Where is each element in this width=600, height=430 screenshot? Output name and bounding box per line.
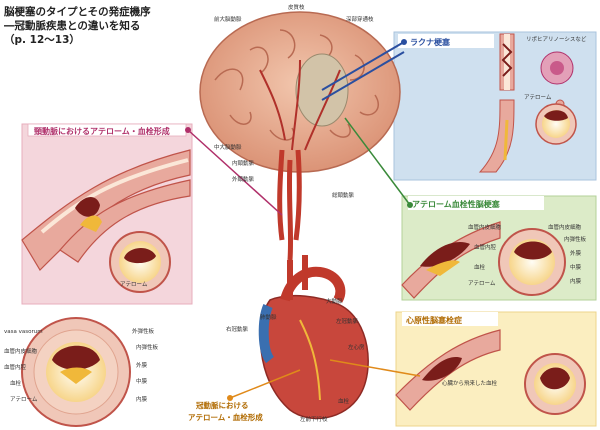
lacunar-connector-2	[321, 51, 405, 101]
label-at-intima: 内膜	[570, 279, 582, 285]
label-at-lumen: 血管内腔	[474, 245, 497, 251]
label-at-media: 中膜	[570, 265, 582, 271]
label-lad: 左前下行枝	[300, 417, 328, 423]
label-right-coronary: 右冠動脈	[226, 327, 249, 333]
label-co-external-elastic: 外弾性板	[132, 329, 155, 335]
label-external-carotid: 外頸動脈	[232, 177, 255, 183]
page-reference: （p. 12～13）	[4, 34, 80, 46]
label-pulmonary: 肺動脈	[260, 315, 277, 321]
coronary-title-line1: 冠動脈における	[196, 401, 249, 410]
label-lipohyalinosis: リポヒアリノーシスなど	[526, 37, 587, 43]
label-at-atheroma: アテローム	[468, 281, 496, 287]
label-internal-carotid: 内頸動脈	[232, 161, 255, 167]
brain-illustration	[199, 11, 401, 261]
label-left-atrium: 左心房	[348, 345, 365, 351]
carotid-connector	[187, 129, 283, 216]
coronary-connector	[229, 369, 301, 399]
label-perforating: 深部穿通枝	[346, 17, 374, 23]
coronary-cross-section	[21, 317, 131, 427]
label-co-atheroma: アテローム	[10, 397, 38, 403]
label-aorta: 大動脈	[326, 299, 343, 305]
label-co-media: 中膜	[136, 379, 148, 385]
page-subtitle: ―冠動脈疾患との違いを知る	[4, 20, 141, 32]
atherothrombotic-title: アテローム血栓性脳梗塞	[412, 200, 500, 209]
cardioembolic-title: 心原性脳塞栓症	[406, 316, 462, 325]
atherothrombotic-connector	[344, 117, 411, 206]
label-cerebral-cortex: 皮質枝	[288, 5, 305, 11]
heart-illustration	[258, 255, 369, 420]
label-at-endothelium: 血管内皮細胞	[548, 225, 582, 231]
label-co-thrombus: 血栓	[10, 381, 22, 387]
carotid-panel	[21, 123, 193, 305]
label-at-endothelium-top: 血管内皮細胞	[468, 225, 502, 231]
lacunar-title: ラクナ梗塞	[410, 38, 450, 47]
label-at-internal-elastic: 内弾性板	[564, 237, 587, 243]
label-vasa-vasorum: vasa vasorum	[4, 329, 43, 335]
cardioembolic-panel	[395, 311, 597, 427]
page-title: 脳梗塞のタイプとその発症機序	[4, 6, 151, 18]
cardioembolic-connector	[329, 359, 421, 377]
carotid-title: 頸動脈におけるアテローム・血栓形成	[34, 127, 170, 136]
atherothrombotic-panel	[401, 195, 597, 301]
label-co-internal-elastic: 内弾性板	[136, 345, 159, 351]
label-common-carotid: 総頸動脈	[332, 193, 355, 199]
lacunar-panel	[393, 31, 597, 181]
label-thrombus-from-heart: 心臓から飛来した血栓	[442, 381, 498, 387]
label-lacunar-atheroma: アテローム	[524, 95, 552, 101]
label-at-adventitia: 外膜	[570, 251, 582, 257]
label-co-intima: 内膜	[136, 397, 148, 403]
lacunar-connector	[321, 41, 405, 91]
label-carotid-atheroma: アテローム	[120, 282, 148, 288]
label-co-lumen: 血管内腔	[4, 365, 27, 371]
label-co-adventitia: 外膜	[136, 363, 148, 369]
label-anterior-cerebral: 前大脳動脈	[214, 17, 242, 23]
label-at-thrombus: 血栓	[474, 265, 486, 271]
label-heart-thrombus: 血栓	[338, 399, 350, 405]
label-co-endothelium: 血管内皮細胞	[4, 349, 38, 355]
coronary-title-line2: アテローム・血栓形成	[188, 413, 263, 422]
label-middle-cerebral: 中大脳動脈	[214, 145, 242, 151]
label-left-coronary: 左冠動脈	[336, 319, 359, 325]
